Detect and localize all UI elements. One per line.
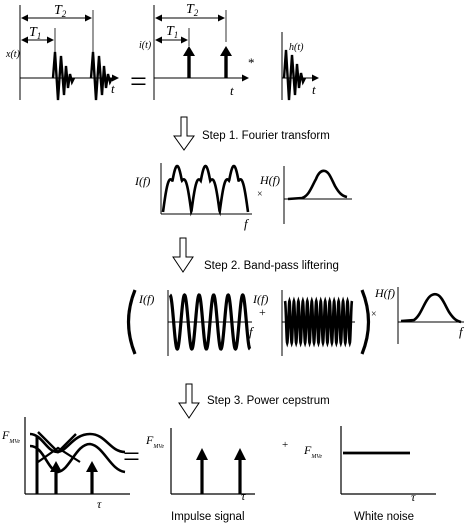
- time-equals-sign: =: [130, 65, 147, 98]
- lt-h-f-label: f: [459, 324, 465, 339]
- lt-h-label: H(f): [374, 286, 395, 300]
- cep-f-label: FMVe: [1, 428, 20, 445]
- transfer-spectrum-panel: H(f): [259, 166, 352, 224]
- i-spectrum-curve: [161, 164, 250, 217]
- h-spectrum-curve: [287, 169, 348, 201]
- signal-x-panel: x(t) t T2 T1: [5, 3, 119, 101]
- cep-cross-lines: [37, 431, 77, 454]
- x-signal-label: x(t): [5, 49, 21, 60]
- step-3-label: Step 3. Power cepstrum: [207, 395, 330, 407]
- right-bracket: [360, 289, 371, 355]
- cep-impulse-2-head: [86, 461, 98, 472]
- step-1: Step 1. Fourier transform: [173, 116, 330, 151]
- x-echo-1: [51, 51, 76, 101]
- high-band-panel: I(f) ×: [252, 290, 377, 356]
- signal-h-panel: h(t) t: [281, 32, 319, 101]
- liftered-transfer-panel: H(f) f: [374, 286, 465, 344]
- spectrum-times-sign: ×: [257, 189, 263, 200]
- impulse-1-head: [183, 46, 195, 56]
- time-domain-row: x(t) t T2 T1 = i(t) t T2 T1 *: [5, 2, 319, 101]
- noise-cep-f-label: FMVe: [303, 443, 322, 460]
- cepstrum-equals-sign: =: [123, 440, 140, 473]
- high-band-wave: [283, 296, 354, 348]
- step-3: Step 3. Power cepstrum: [178, 383, 330, 419]
- caption-white-noise: White noise: [354, 511, 414, 523]
- x-panel-t2-label: T2: [54, 3, 67, 19]
- low-band-f-label: f: [249, 324, 255, 339]
- low-band-panel: I(f) f +: [138, 290, 266, 356]
- step-2: Step 2. Band-pass liftering: [172, 237, 339, 273]
- h-spectrum-label: H(f): [259, 173, 280, 187]
- imp-cep-tau-label: τ: [241, 489, 246, 503]
- impulse-spectrum-panel: I(f) f ×: [134, 163, 263, 231]
- step-2-arrow: [172, 237, 194, 273]
- x-panel-t1-label: T1: [29, 25, 41, 41]
- high-band-label: I(f): [252, 292, 268, 306]
- convolution-sign: *: [248, 55, 255, 70]
- step-3-arrow: [178, 383, 200, 419]
- i-spectrum-label: I(f): [134, 174, 150, 188]
- cep-impulse-1-head: [50, 461, 62, 472]
- step-1-label: Step 1. Fourier transform: [202, 130, 330, 142]
- low-band-wave: [168, 293, 252, 351]
- x-panel-t-label: t: [111, 81, 115, 96]
- cepstrum-row: FMVe τ = FMVe τ + FMVe τ: [1, 417, 436, 511]
- step-1-arrow: [173, 116, 195, 151]
- x-echo-2: [89, 51, 114, 101]
- liftering-row: I(f) f + I(f) × H(f) f: [126, 286, 465, 356]
- imp-cep-impulse-1-head: [196, 448, 208, 460]
- i-panel-t2-label: T2: [186, 2, 199, 18]
- cep-tau-label: τ: [97, 497, 102, 511]
- i-signal-label: i(t): [139, 40, 152, 51]
- cepstrum-plus-sign: +: [282, 439, 288, 451]
- i-spectrum-f-label: f: [244, 216, 250, 231]
- step-2-label: Step 2. Band-pass liftering: [204, 260, 339, 272]
- cep-upper-wave: [29, 432, 126, 454]
- low-band-label: I(f): [138, 292, 154, 306]
- cepstrum-result-panel: FMVe τ: [1, 417, 130, 511]
- caption-impulse-signal: Impulse signal: [171, 511, 245, 523]
- signal-i-panel: i(t) t T2 T1: [139, 2, 249, 100]
- noise-cepstrum-panel: FMVe τ: [303, 426, 436, 504]
- noise-cep-tau-label: τ: [411, 490, 416, 504]
- imp-cep-impulse-2-head: [234, 448, 246, 460]
- cep-cross-lines-2: [37, 446, 81, 463]
- impulse-cepstrum-panel: FMVe τ: [145, 428, 255, 503]
- impulse-response-wave: [282, 49, 307, 101]
- liftering-plus-sign: +: [259, 305, 266, 319]
- impulse-2-head: [220, 46, 232, 56]
- h-panel-t-label: t: [312, 82, 316, 97]
- liftering-times-sign: ×: [371, 309, 377, 320]
- left-bracket: [126, 289, 137, 355]
- imp-cep-f-label: FMVe: [145, 433, 164, 450]
- i-panel-t1-label: T1: [166, 24, 178, 40]
- lt-h-curve: [400, 292, 462, 324]
- h-signal-label: h(t): [289, 42, 304, 53]
- spectrum-row: I(f) f × H(f): [134, 163, 352, 231]
- i-panel-t-label: t: [230, 83, 234, 98]
